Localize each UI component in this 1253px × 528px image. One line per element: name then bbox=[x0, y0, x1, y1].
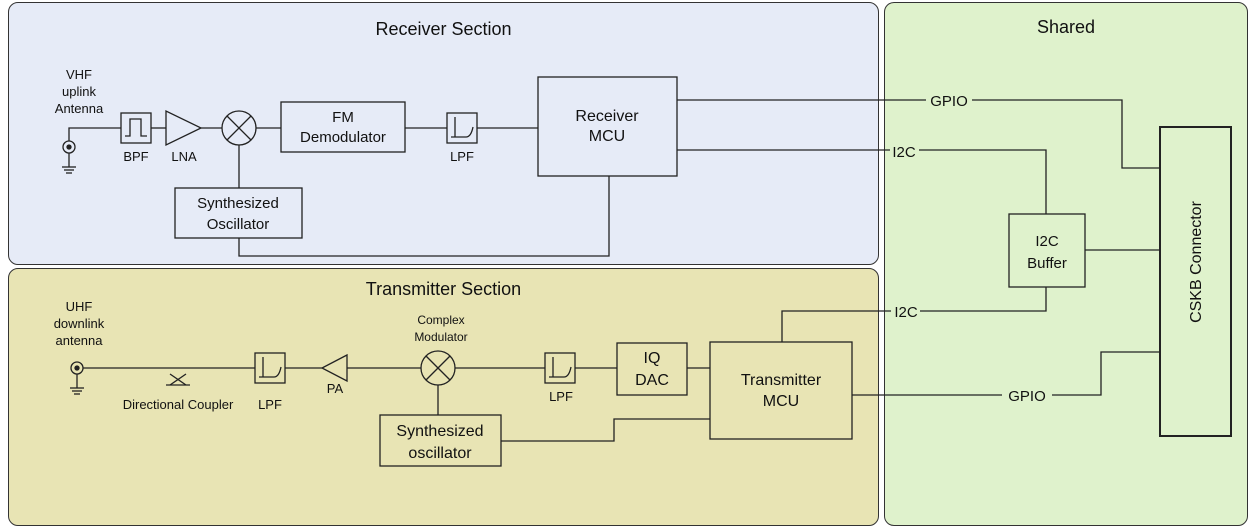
receiver-mcu-label-2: MCU bbox=[589, 128, 625, 145]
transmitter-section-title: Transmitter Section bbox=[365, 279, 522, 299]
vhf-antenna-label-line1: VHF bbox=[66, 67, 92, 82]
rx-mixer-icon bbox=[221, 110, 257, 146]
shared-section-title: Shared bbox=[1036, 17, 1096, 37]
transmitter-mcu-block bbox=[709, 341, 853, 440]
uhf-antenna-icon bbox=[70, 361, 84, 395]
uhf-antenna-label-line3: antenna bbox=[56, 333, 104, 348]
rx-wire-mcu-synth bbox=[238, 176, 610, 257]
fm-demodulator-label-1: FM bbox=[332, 109, 354, 126]
tx-gpio-label: GPIO bbox=[1008, 388, 1046, 405]
iq-dac-block bbox=[616, 342, 688, 396]
transmitter-mcu-label-1: Transmitter bbox=[741, 372, 822, 389]
receiver-section-title: Receiver Section bbox=[375, 19, 512, 39]
rx-synth-label-2: Oscillator bbox=[207, 216, 270, 233]
complex-modulator-label-2: Modulator bbox=[414, 330, 467, 344]
vhf-antenna-label-line3: Antenna bbox=[55, 101, 104, 116]
shared-section: Shared bbox=[884, 2, 1248, 526]
fm-demodulator-label-2: Demodulator bbox=[300, 129, 386, 146]
tx-mixer-icon bbox=[420, 350, 456, 386]
vhf-antenna-label: VHF uplink Antenna bbox=[55, 67, 104, 116]
vhf-antenna-icon bbox=[62, 140, 76, 174]
pa-amplifier-icon bbox=[320, 353, 348, 383]
i2c-buffer-label-1: I2C bbox=[1035, 233, 1059, 250]
rx-synth-label-1: Synthesized bbox=[197, 195, 279, 212]
transmitter-mcu-label-2: MCU bbox=[763, 393, 799, 410]
bandpass-icon bbox=[125, 118, 147, 137]
rx-lpf-label: LPF bbox=[450, 149, 474, 164]
complex-modulator-label-1: Complex bbox=[417, 313, 464, 327]
lowpass-icon bbox=[451, 126, 474, 138]
rx-bpf-block bbox=[120, 112, 152, 144]
tx-pa-label: PA bbox=[327, 381, 344, 396]
receiver-section: Receiver Section bbox=[8, 2, 879, 265]
rx-i2c-label: I2C bbox=[892, 144, 916, 161]
rx-i2c-wire-2 bbox=[919, 149, 1047, 214]
tx-i2c-wire bbox=[781, 310, 891, 342]
uhf-antenna-label-line2: downlink bbox=[54, 316, 105, 331]
transmitter-section: Transmitter Section bbox=[8, 268, 879, 526]
tx-synth-label-2: oscillator bbox=[408, 445, 472, 462]
tx-i2c-label: I2C bbox=[894, 304, 918, 321]
i2c-buffer-label-2: Buffer bbox=[1027, 255, 1067, 272]
uhf-antenna-label-line1: UHF bbox=[66, 299, 93, 314]
lna-amplifier-icon bbox=[165, 109, 203, 147]
cskb-connector-block bbox=[1159, 126, 1232, 437]
fm-demodulator-block bbox=[280, 101, 406, 153]
uhf-antenna-label: UHF downlink antenna bbox=[54, 299, 105, 348]
vhf-antenna-label-line2: uplink bbox=[62, 84, 96, 99]
directional-coupler-label: Directional Coupler bbox=[123, 397, 234, 412]
tx-gpio-wire-2 bbox=[1052, 351, 1160, 396]
tx-wire-mcu-synth bbox=[501, 418, 710, 442]
tx-i2c-wire-2 bbox=[920, 287, 1047, 312]
rx-bpf-label: BPF bbox=[123, 149, 148, 164]
iq-dac-label-2: DAC bbox=[635, 372, 669, 389]
tx-lpf2-label: LPF bbox=[549, 389, 573, 404]
iq-dac-label-1: IQ bbox=[644, 350, 661, 367]
lowpass-icon bbox=[549, 366, 572, 378]
tx-lpf1-label: LPF bbox=[258, 397, 282, 412]
i2c-buffer-block bbox=[1008, 213, 1086, 288]
receiver-mcu-label-1: Receiver bbox=[575, 108, 639, 125]
lowpass-icon bbox=[259, 366, 282, 378]
directional-coupler-icon bbox=[166, 373, 190, 386]
rx-gpio-wire-2 bbox=[972, 99, 1160, 169]
cskb-connector-label: CSKB Connector bbox=[1188, 200, 1205, 323]
tx-synth-label-1: Synthesized bbox=[396, 423, 483, 440]
rx-wire-ant-bpf bbox=[68, 127, 121, 141]
receiver-mcu-block bbox=[537, 76, 678, 177]
rx-gpio-label: GPIO bbox=[930, 93, 968, 110]
rx-lna-label: LNA bbox=[171, 149, 197, 164]
